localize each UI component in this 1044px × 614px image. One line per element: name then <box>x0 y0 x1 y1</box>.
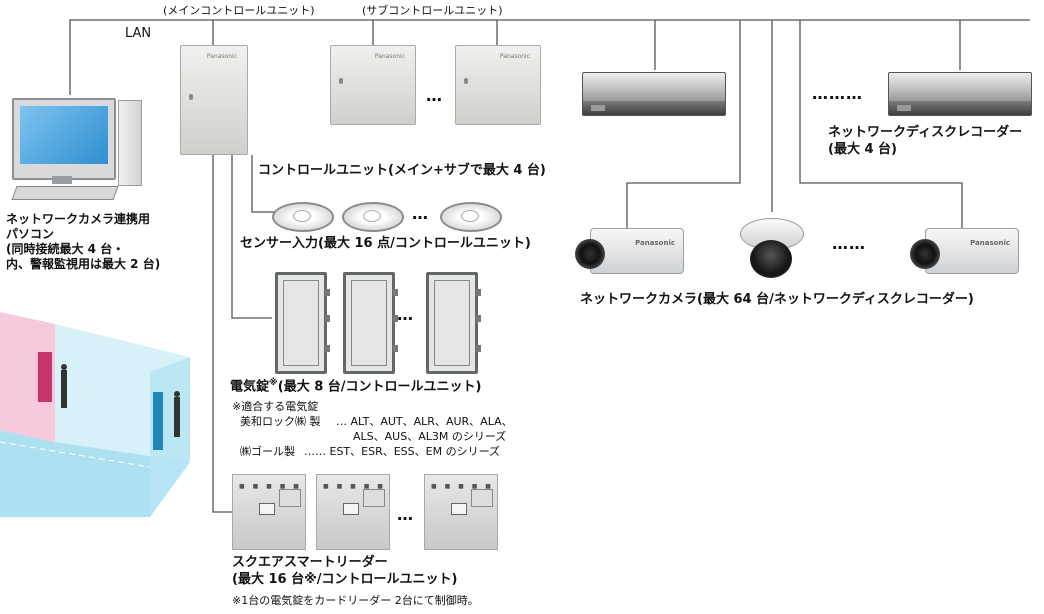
reader-title: スクエアスマートリーダー <box>232 555 388 570</box>
pc-note-2: 内、警報監視用は最大 2 台) <box>6 257 161 271</box>
sub-control-unit: Panasonic <box>455 45 541 125</box>
pc-title-2: パソコン <box>6 227 55 241</box>
pc-note-1: (同時接続最大 4 台・ <box>6 242 125 256</box>
sensor-input-label: センサー入力(最大 16 点/コントロールユニット) <box>240 236 531 251</box>
sensor-icon <box>272 202 334 232</box>
room-illustration <box>0 312 190 517</box>
recorders-ellipsis: ……… <box>812 84 863 103</box>
goal-models: …… EST、ESR、ESS、EM のシリーズ <box>304 445 501 458</box>
cameras-ellipsis: …… <box>832 234 866 253</box>
main-unit-label: (メインコントロールユニット) <box>163 4 315 17</box>
brand-logo: Panasonic <box>499 53 530 60</box>
control-unit-label: コントロールユニット(メイン+サブで最大 4 台) <box>258 163 546 178</box>
sensor-icon <box>440 202 502 232</box>
elock-mark: ※ <box>269 378 278 388</box>
sub-unit-label: (サブコントロールユニット) <box>362 4 503 17</box>
miwa-models-2: ALS、AUS、AL3M のシリーズ <box>353 430 507 443</box>
door-blue <box>153 392 163 450</box>
camera-label: ネットワークカメラ(最大 64 台/ネットワークディスクレコーダー) <box>580 292 974 307</box>
goal-maker: ㈱ゴール製 <box>240 445 295 458</box>
brand-logo: Panasonic <box>970 239 1010 247</box>
elock-title: 電気錠 <box>230 379 270 395</box>
electric-lock <box>275 272 330 374</box>
electric-lock <box>343 272 398 374</box>
locks-ellipsis: … <box>397 305 414 324</box>
brand-logo: Panasonic <box>374 53 405 60</box>
lan-label: LAN <box>125 26 152 41</box>
brand-logo: Panasonic <box>635 239 675 247</box>
brand-logo: Panasonic <box>206 53 237 60</box>
elock-compat: ※適合する電気錠 <box>232 400 319 413</box>
network-disk-recorder <box>888 72 1032 116</box>
box-camera: Panasonic <box>575 228 684 274</box>
pc-stand <box>52 176 72 184</box>
recorder-note: (最大 4 台) <box>828 142 897 157</box>
sensor-icon <box>342 202 404 232</box>
sub-control-unit: Panasonic <box>330 45 416 125</box>
electric-lock <box>426 272 481 374</box>
box-camera: Panasonic <box>910 228 1019 274</box>
units-ellipsis: … <box>426 86 443 105</box>
elock-note: (最大 8 台/コントロールユニット) <box>277 379 482 395</box>
sensors-ellipsis: … <box>412 204 429 223</box>
smart-reader: ■ ■ ■ ■ ■ <box>232 474 306 550</box>
readers-ellipsis: … <box>397 505 414 524</box>
smart-reader: ■ ■ ■ ■ ■ <box>316 474 390 550</box>
main-control-unit: Panasonic <box>180 45 248 155</box>
pc-keyboard <box>11 186 119 200</box>
reader-note: (最大 16 台※/コントロールユニット) <box>232 572 458 587</box>
recorder-title: ネットワークディスクレコーダー <box>828 125 1023 140</box>
miwa-maker: 美和ロック㈱ 製 <box>240 415 321 428</box>
pc-screen <box>20 106 108 164</box>
dome-camera-lens <box>750 240 792 278</box>
elock-label: 電気錠※(最大 8 台/コントロールユニット) <box>230 378 482 395</box>
pc-monitor <box>12 98 116 180</box>
network-disk-recorder <box>582 72 726 116</box>
door-pink <box>38 352 52 402</box>
reader-footnote: ※1台の電気錠をカードリーダー 2台にて制御時。 <box>232 594 479 607</box>
pc-tower <box>118 100 142 186</box>
smart-reader: ■ ■ ■ ■ ■ <box>424 474 498 550</box>
miwa-models-1: … ALT、AUT、ALR、AUR、ALA、 <box>336 415 513 428</box>
pc-title: ネットワークカメラ連携用 <box>6 212 151 226</box>
